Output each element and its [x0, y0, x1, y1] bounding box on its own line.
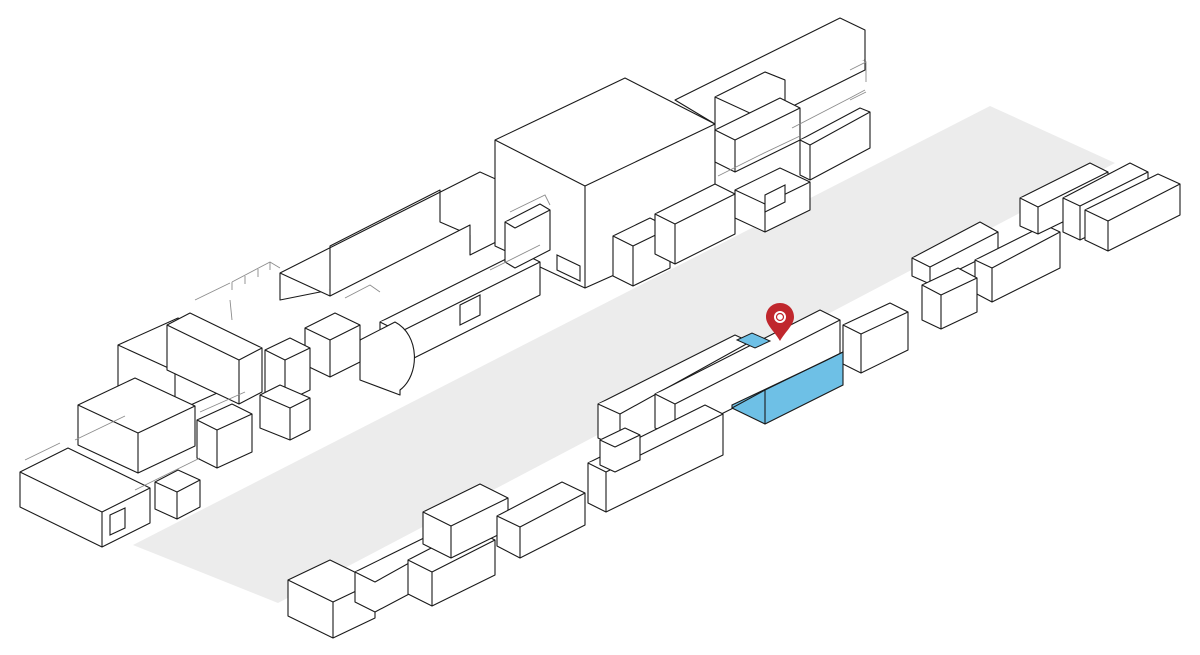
building-frontage-b[interactable]	[654, 183, 736, 265]
doorway	[459, 294, 481, 326]
building-south-west-e[interactable]	[496, 481, 586, 559]
building-south-east[interactable]	[842, 302, 909, 374]
highlighted-building[interactable]	[731, 332, 844, 425]
doorway	[764, 184, 786, 213]
building-courtyard-frame[interactable]	[259, 312, 361, 441]
building-west-mid[interactable]	[196, 403, 253, 469]
plaza-area	[133, 106, 1115, 603]
roof-railings	[24, 61, 867, 491]
doorway	[556, 254, 581, 282]
building-west-bar[interactable]	[166, 312, 263, 405]
building-cluster-southeast[interactable]	[287, 162, 1181, 639]
location-pin-icon[interactable]	[766, 303, 794, 341]
building-north-wing[interactable]	[674, 17, 866, 125]
building-rounded-pavilion[interactable]	[359, 321, 415, 396]
building-west-tall-b[interactable]	[77, 377, 196, 474]
building-connector[interactable]	[504, 203, 551, 269]
building-south-annex[interactable]	[599, 427, 641, 473]
building-south-tall[interactable]	[654, 309, 841, 438]
building-north-wing-lower[interactable]	[714, 97, 801, 173]
building-north-east-end[interactable]	[799, 107, 871, 181]
building-south-west-a[interactable]	[287, 559, 376, 639]
building-east-c[interactable]	[921, 267, 978, 330]
building-east-f[interactable]	[1084, 173, 1181, 252]
building-spine[interactable]	[279, 171, 521, 301]
building-west-corner[interactable]	[154, 469, 201, 520]
doorway	[109, 507, 126, 536]
building-cluster-northwest[interactable]	[19, 17, 871, 548]
